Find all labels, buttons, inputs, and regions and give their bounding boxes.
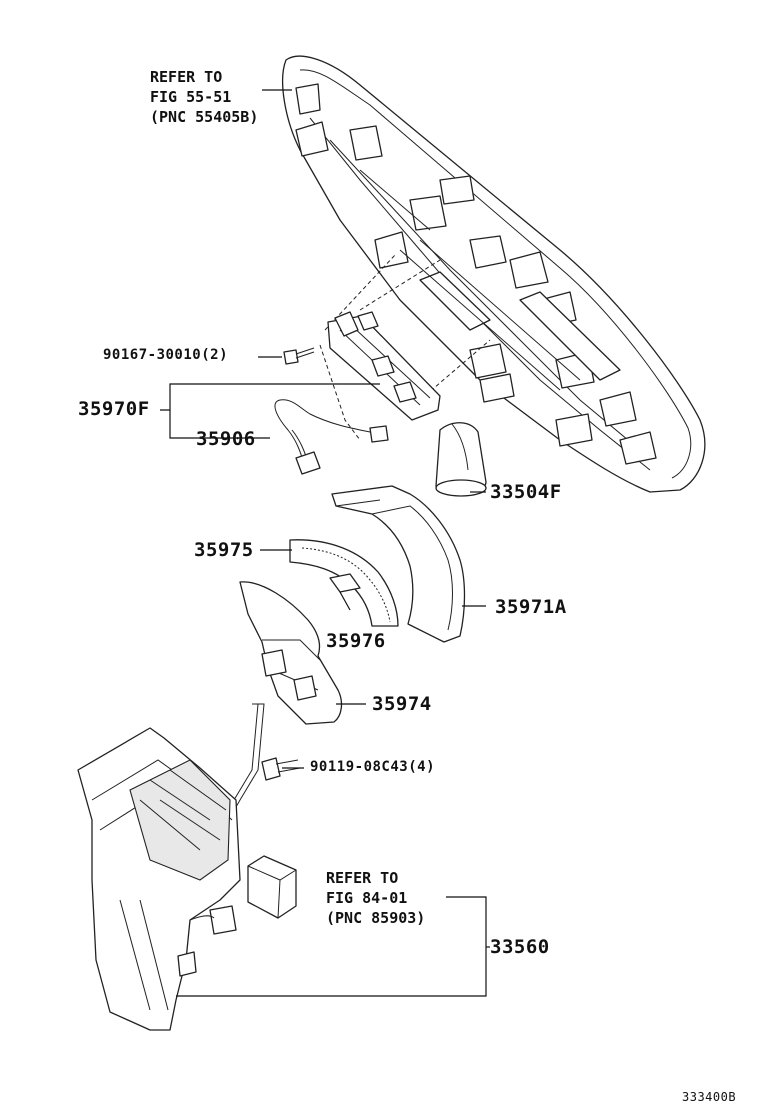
label-90167: 90167-30010(2)	[103, 347, 229, 363]
steering-wheel-frame	[282, 55, 706, 493]
label-35970F: 35970F	[78, 398, 150, 420]
drawing-code: 333400B	[682, 1090, 737, 1104]
label-33560: 33560	[490, 936, 550, 958]
label-35975: 35975	[194, 539, 254, 561]
leader-lines	[160, 89, 490, 997]
label-90119: 90119-08C43(4)	[310, 759, 436, 775]
clip-35976	[329, 573, 361, 593]
shift-lever-assy-33560	[77, 703, 297, 1031]
cover-35971A	[331, 485, 466, 643]
bracket-35974	[239, 581, 343, 725]
label-35974: 35974	[372, 693, 432, 715]
screw-90167	[283, 347, 315, 365]
gear-plate-35975	[289, 539, 399, 627]
refer-top-note: REFER TO FIG 55-51 (PNC 55405B)	[150, 68, 259, 126]
label-35971A: 35971A	[495, 596, 567, 618]
label-35976: 35976	[326, 630, 386, 652]
label-33504F: 33504F	[490, 481, 562, 503]
wire-harness-35906	[274, 399, 389, 475]
label-35906: 35906	[196, 428, 256, 450]
paddle-switch-assy	[319, 254, 491, 441]
bolt-90119	[261, 757, 301, 781]
knob-33504F	[435, 422, 487, 497]
refer-bottom-note: REFER TO FIG 84-01 (PNC 85903)	[326, 869, 426, 927]
